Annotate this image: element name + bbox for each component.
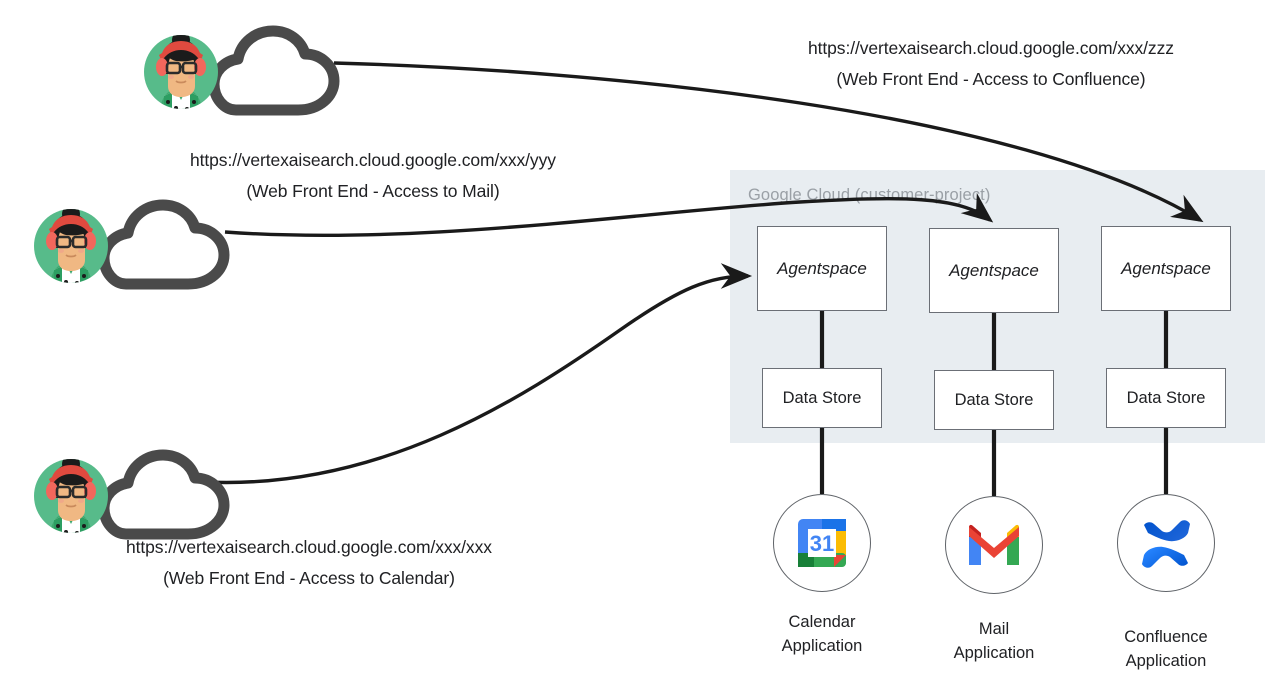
url-label-confluence: https://vertexaisearch.cloud.google.com/…	[808, 33, 1174, 95]
app-caption-mail-line2: Application	[953, 644, 1035, 662]
datastore-label-confluence: Data Store	[1126, 388, 1206, 407]
cloud-icon	[98, 449, 230, 540]
avatar	[34, 459, 108, 533]
datastore-label-mail: Data Store	[954, 390, 1034, 409]
app-caption-mail: Mail Application	[904, 617, 1084, 665]
url-desc-confluence: (Web Front End - Access to Confluence)	[836, 69, 1146, 89]
user-node-calendar[interactable]	[28, 446, 238, 546]
google-calendar-icon: 31	[798, 519, 846, 567]
confluence-icon	[1142, 520, 1190, 568]
app-caption-confluence-line2: Application	[1125, 652, 1207, 670]
google-cloud-container-label: Google Cloud (customer-project)	[748, 186, 991, 204]
app-caption-calendar: Calendar Application	[732, 610, 912, 658]
svg-text:31: 31	[810, 531, 834, 556]
datastore-label-calendar: Data Store	[782, 388, 862, 407]
gmail-icon	[969, 524, 1019, 565]
agentspace-box-confluence[interactable]: Agentspace	[1101, 226, 1231, 311]
app-circle-confluence[interactable]	[1117, 494, 1215, 592]
agentspace-label-calendar: Agentspace	[777, 258, 867, 278]
app-circle-mail[interactable]	[945, 496, 1043, 594]
url-desc-mail: (Web Front End - Access to Mail)	[246, 181, 500, 201]
user-node-confluence[interactable]	[138, 22, 348, 122]
app-caption-calendar-line2: Application	[781, 637, 863, 655]
agentspace-box-calendar[interactable]: Agentspace	[757, 226, 887, 311]
agentspace-label-mail: Agentspace	[949, 260, 1039, 280]
datastore-box-confluence[interactable]: Data Store	[1106, 368, 1226, 428]
cloud-icon	[208, 25, 340, 116]
app-circle-calendar[interactable]: 31	[773, 494, 871, 592]
url-label-mail: https://vertexaisearch.cloud.google.com/…	[190, 145, 556, 207]
cloud-icon	[98, 199, 230, 290]
agentspace-box-mail[interactable]: Agentspace	[929, 228, 1059, 313]
url-label-calendar: https://vertexaisearch.cloud.google.com/…	[126, 532, 492, 594]
app-caption-mail-line1: Mail	[978, 620, 1010, 638]
datastore-box-mail[interactable]: Data Store	[934, 370, 1054, 430]
datastore-box-calendar[interactable]: Data Store	[762, 368, 882, 428]
user-node-mail[interactable]	[28, 196, 238, 296]
url-desc-calendar: (Web Front End - Access to Calendar)	[163, 568, 455, 588]
app-caption-calendar-line1: Calendar	[788, 613, 856, 631]
avatar	[34, 209, 108, 283]
app-caption-confluence-line1: Confluence	[1124, 628, 1208, 646]
flow-arrow-calendar	[204, 263, 753, 485]
url-text-calendar: https://vertexaisearch.cloud.google.com/…	[126, 537, 492, 557]
agentspace-label-confluence: Agentspace	[1121, 258, 1211, 278]
app-caption-confluence: Confluence Application	[1076, 625, 1256, 673]
url-text-mail: https://vertexaisearch.cloud.google.com/…	[190, 150, 556, 170]
avatar	[144, 35, 218, 109]
url-text-confluence: https://vertexaisearch.cloud.google.com/…	[808, 38, 1174, 58]
